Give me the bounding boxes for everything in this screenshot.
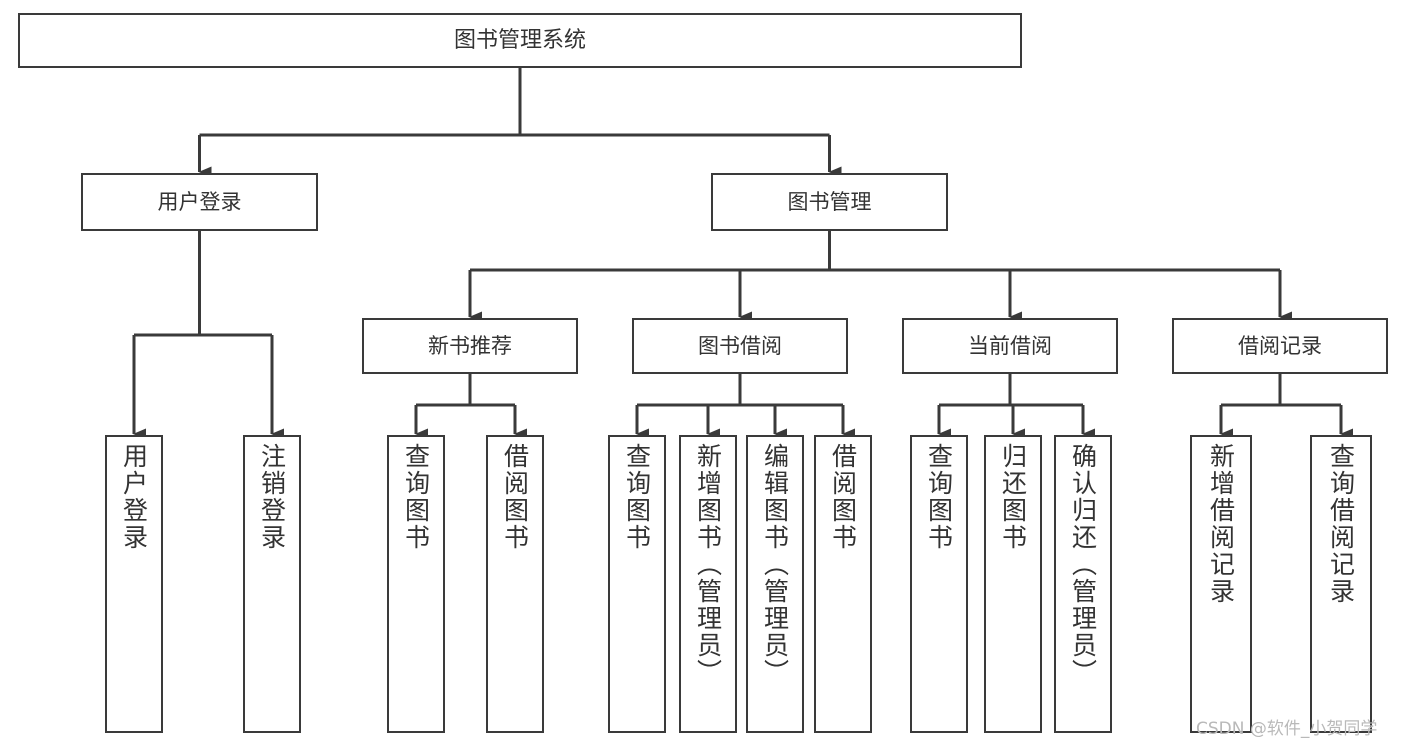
node-label: 注销登录 xyxy=(257,443,287,551)
node-label: 查询图书 xyxy=(401,443,431,551)
node-label: 借阅图书 xyxy=(500,443,530,551)
node-label: 借阅记录 xyxy=(1238,333,1322,358)
node-borrow-record[interactable]: 借阅记录 xyxy=(1172,318,1388,374)
watermark: CSDN @软件_小贺同学 xyxy=(1196,719,1378,739)
node-label: 当前借阅 xyxy=(968,333,1052,358)
node-leaf-7[interactable]: 编辑图书（管理员） xyxy=(746,435,804,733)
node-book-borrow[interactable]: 图书借阅 xyxy=(632,318,848,374)
node-label: 新书推荐 xyxy=(428,333,512,358)
node-label: 归还图书 xyxy=(998,443,1028,551)
node-book-management[interactable]: 图书管理 xyxy=(711,173,948,231)
node-leaf-8[interactable]: 借阅图书 xyxy=(814,435,872,733)
node-leaf-2[interactable]: 注销登录 xyxy=(243,435,301,733)
node-label: 编辑图书（管理员） xyxy=(760,443,790,686)
node-label: 图书管理系统 xyxy=(453,27,586,53)
node-leaf-13[interactable]: 查询借阅记录 xyxy=(1310,435,1372,733)
node-label: 查询借阅记录 xyxy=(1326,443,1356,605)
node-label: 确认归还（管理员） xyxy=(1068,443,1098,686)
node-label: 查询图书 xyxy=(924,443,954,551)
node-leaf-10[interactable]: 归还图书 xyxy=(984,435,1042,733)
node-label: 图书管理 xyxy=(787,189,872,214)
node-label: 借阅图书 xyxy=(828,443,858,551)
node-leaf-12[interactable]: 新增借阅记录 xyxy=(1190,435,1252,733)
node-leaf-4[interactable]: 借阅图书 xyxy=(486,435,544,733)
node-new-book-recommend[interactable]: 新书推荐 xyxy=(362,318,578,374)
node-leaf-11[interactable]: 确认归还（管理员） xyxy=(1054,435,1112,733)
node-leaf-5[interactable]: 查询图书 xyxy=(608,435,666,733)
node-label: 新增图书（管理员） xyxy=(693,443,723,686)
node-label: 图书借阅 xyxy=(698,333,782,358)
node-label: 用户登录 xyxy=(119,443,149,551)
node-leaf-9[interactable]: 查询图书 xyxy=(910,435,968,733)
node-leaf-3[interactable]: 查询图书 xyxy=(387,435,445,733)
node-root[interactable]: 图书管理系统 xyxy=(18,13,1022,68)
node-label: 新增借阅记录 xyxy=(1206,443,1236,605)
node-leaf-6[interactable]: 新增图书（管理员） xyxy=(679,435,737,733)
node-leaf-1[interactable]: 用户登录 xyxy=(105,435,163,733)
node-current-borrow[interactable]: 当前借阅 xyxy=(902,318,1118,374)
node-label: 用户登录 xyxy=(157,189,242,214)
node-label: 查询图书 xyxy=(622,443,652,551)
node-user-login[interactable]: 用户登录 xyxy=(81,173,318,231)
